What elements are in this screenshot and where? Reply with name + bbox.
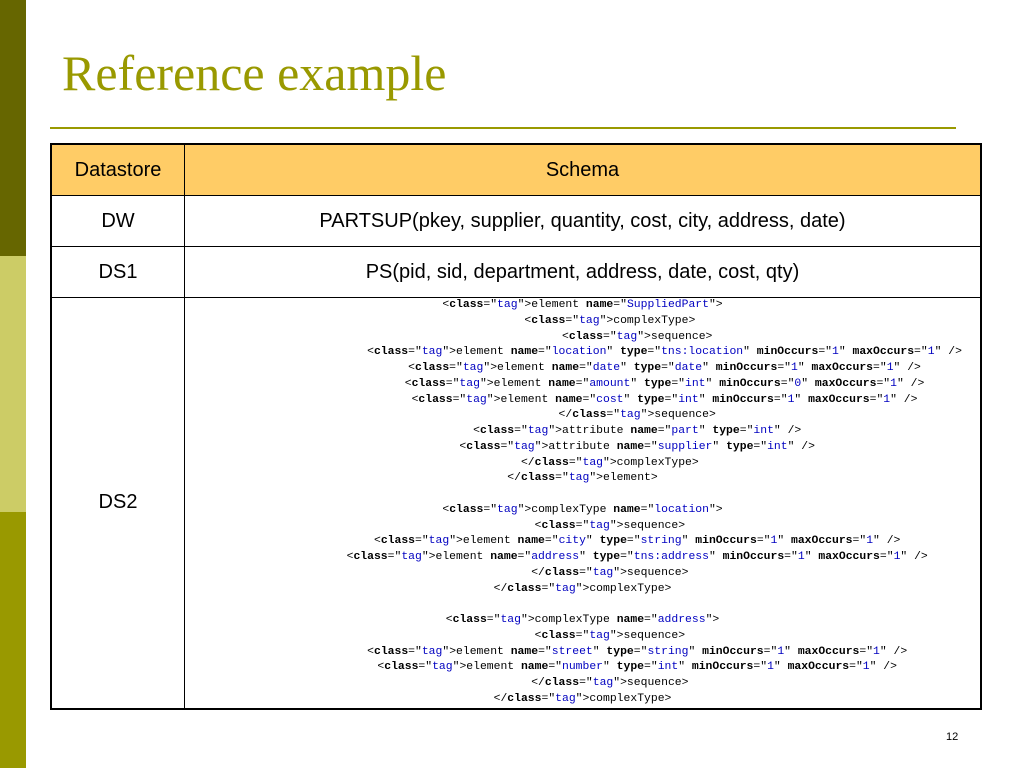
xml-schema-code: <class="tag">element name="SuppliedPart"… [185, 298, 980, 708]
datastore-cell: DS1 [50, 246, 185, 298]
code-line: ​ [185, 487, 980, 503]
code-line: <class="tag">element name="number" type=… [268, 661, 897, 674]
code-line: </class="tag">sequence> [476, 677, 689, 689]
code-line: <class="tag">element name="location" typ… [203, 346, 962, 359]
sidebar-band-dark [0, 0, 26, 256]
code-line: <class="tag">sequence> [479, 519, 686, 532]
schema-cell: PARTSUP(pkey, supplier, quantity, cost, … [184, 195, 982, 247]
code-line: </class="tag">sequence> [476, 566, 689, 579]
sidebar-band-mid [0, 512, 26, 768]
datastore-cell: DS2 [50, 297, 185, 709]
code-line: </class="tag">element> [507, 472, 658, 485]
code-line: </class="tag">sequence> [449, 409, 716, 422]
slide-sidebar [0, 0, 26, 768]
table-header-row: Datastore Schema [50, 143, 982, 196]
schema-cell: PS(pid, sid, department, address, date, … [184, 246, 982, 298]
table-row: DW PARTSUP(pkey, supplier, quantity, cos… [50, 195, 982, 247]
sidebar-band-light [0, 256, 26, 512]
code-line: <class="tag">complexType name="location"… [442, 503, 723, 516]
table-row: DS1 PS(pid, sid, department, address, da… [50, 246, 982, 298]
schema-table: Datastore Schema DW PARTSUP(pkey, suppli… [50, 143, 982, 710]
title-underline [50, 127, 956, 129]
header-schema: Schema [184, 143, 982, 196]
header-datastore: Datastore [50, 143, 185, 196]
code-line: </class="tag">complexType> [466, 456, 699, 469]
code-line: </class="tag">complexType> [493, 582, 672, 595]
code-line: <class="tag">complexType name="address"> [445, 614, 720, 626]
code-line: <class="tag">element name="cost" type="i… [247, 393, 918, 406]
table-row: DS2 <class="tag">element name="SuppliedP… [50, 297, 982, 709]
datastore-cell: DW [50, 195, 185, 247]
code-line: <class="tag">attribute name="part" type=… [363, 425, 802, 437]
code-line: ​ [185, 597, 980, 613]
code-line: <class="tag">element name="address" type… [237, 551, 928, 563]
code-line: <class="tag">element name="date" type="d… [244, 362, 921, 374]
code-line: <class="tag">sequence> [479, 629, 686, 642]
code-line: <class="tag">element name="SuppliedPart"… [442, 299, 723, 311]
code-line: <class="tag">attribute name="supplier" t… [350, 440, 815, 453]
code-line: <class="tag">element name="street" type=… [257, 645, 908, 658]
code-line: </class="tag">complexType> [493, 692, 672, 705]
schema-code-cell: <class="tag">element name="SuppliedPart"… [184, 297, 982, 709]
page-number: 12 [946, 731, 959, 743]
code-line: <class="tag">element name="city" type="s… [264, 535, 901, 548]
code-line: <class="tag">sequence> [452, 330, 713, 343]
code-line: <class="tag">element name="amount" type=… [240, 377, 925, 390]
code-line: <class="tag">complexType> [469, 314, 696, 327]
slide-title: Reference example [62, 45, 447, 101]
